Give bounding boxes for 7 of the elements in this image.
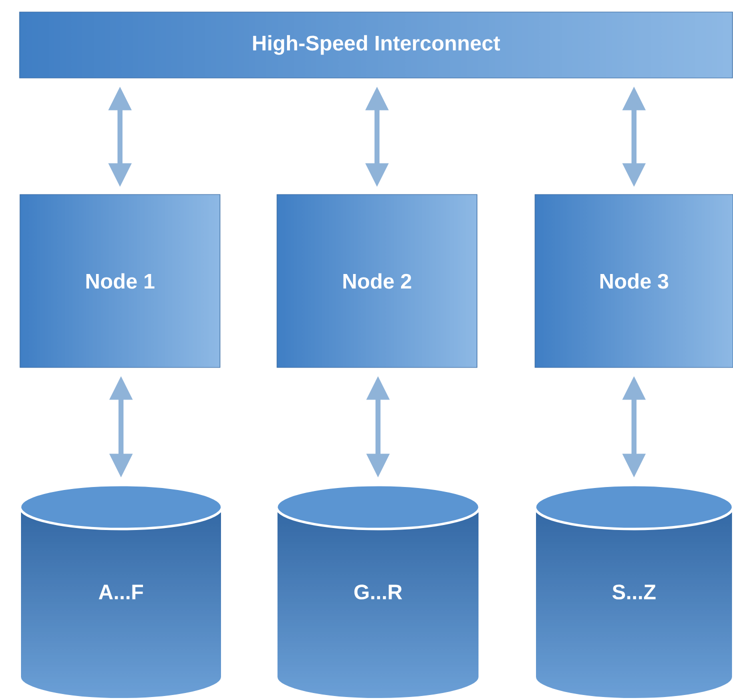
node-box: Node 2 bbox=[276, 194, 478, 368]
database-cylinder: A...F bbox=[18, 484, 224, 699]
node-box: Node 3 bbox=[534, 194, 733, 368]
node-box: Node 1 bbox=[20, 194, 220, 368]
interconnect-bar: High-Speed Interconnect bbox=[19, 12, 733, 78]
database-cylinder: S...Z bbox=[534, 484, 733, 699]
database-cylinder: G...R bbox=[275, 484, 481, 699]
